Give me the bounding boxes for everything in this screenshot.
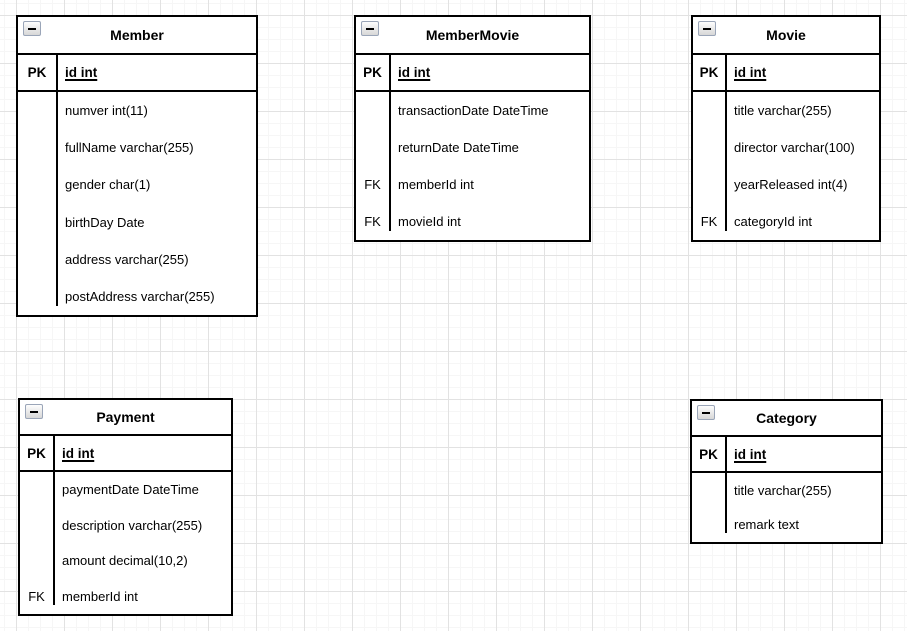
table-row[interactable]: remark text xyxy=(692,508,881,543)
field-label: postAddress varchar(255) xyxy=(65,288,215,304)
pk-field: id int xyxy=(734,446,767,462)
table-row-pk[interactable]: PK id int xyxy=(692,437,881,473)
entity-body: transactionDate DateTime returnDate Date… xyxy=(356,92,589,240)
table-row[interactable]: gender char(1) xyxy=(18,166,256,203)
field-label: amount decimal(10,2) xyxy=(62,553,188,569)
entity-header: MemberMovie xyxy=(356,17,589,55)
entity-header: Category xyxy=(692,401,881,437)
minus-glyph xyxy=(703,27,711,30)
table-row-pk[interactable]: PK id int xyxy=(356,55,589,92)
table-row[interactable]: director varchar(100) xyxy=(693,129,879,166)
table-row-pk[interactable]: PK id int xyxy=(693,55,879,92)
key-column-divider xyxy=(53,436,55,605)
table-row[interactable]: yearReleased int(4) xyxy=(693,166,879,203)
collapse-icon[interactable] xyxy=(698,21,716,36)
entity-body: paymentDate DateTime description varchar… xyxy=(20,472,231,614)
minus-glyph xyxy=(702,411,710,414)
key-column-divider xyxy=(56,54,58,306)
entity-body: numver int(11) fullName varchar(255) gen… xyxy=(18,92,256,315)
table-row[interactable]: transactionDate DateTime xyxy=(356,92,589,129)
pk-field: id int xyxy=(734,64,767,80)
field-label: memberId int xyxy=(398,177,474,192)
entity-title: Category xyxy=(756,410,817,426)
entity-title: Movie xyxy=(766,26,806,43)
pk-field: id int xyxy=(65,64,98,80)
field-label: returnDate DateTime xyxy=(398,140,519,155)
table-row[interactable]: birthDay Date xyxy=(18,204,256,241)
field-label: memberId int xyxy=(62,588,138,604)
pk-label: PK xyxy=(699,64,719,80)
entity-title: Member xyxy=(110,26,164,43)
entity-body: title varchar(255) remark text xyxy=(692,473,881,542)
field-label: fullName varchar(255) xyxy=(65,140,194,156)
key-label: FK xyxy=(364,177,381,192)
table-row[interactable]: paymentDate DateTime xyxy=(20,472,231,508)
minus-glyph xyxy=(366,27,374,30)
entity-body: title varchar(255) director varchar(100)… xyxy=(693,92,879,240)
table-row[interactable]: FK movieId int xyxy=(356,203,589,240)
field-label: categoryId int xyxy=(734,214,813,229)
key-label: FK xyxy=(364,214,381,229)
minus-glyph xyxy=(30,410,38,413)
collapse-icon[interactable] xyxy=(697,405,715,420)
table-row[interactable]: title varchar(255) xyxy=(692,473,881,508)
entity-header: Member xyxy=(18,17,256,55)
table-row[interactable]: fullName varchar(255) xyxy=(18,129,256,166)
pk-field: id int xyxy=(398,64,431,80)
field-label: numver int(11) xyxy=(65,103,148,119)
entity-header: Payment xyxy=(20,400,231,436)
table-row[interactable]: returnDate DateTime xyxy=(356,129,589,166)
key-label: FK xyxy=(28,588,45,604)
pk-label: PK xyxy=(363,64,382,80)
entity-header: Movie xyxy=(693,17,879,55)
table-row[interactable]: postAddress varchar(255) xyxy=(18,278,256,315)
pk-label: PK xyxy=(27,64,47,80)
minus-glyph xyxy=(28,27,36,30)
table-row[interactable]: FK memberId int xyxy=(356,166,589,203)
collapse-icon[interactable] xyxy=(23,21,41,36)
table-row[interactable]: numver int(11) xyxy=(18,92,256,129)
table-row[interactable]: title varchar(255) xyxy=(693,92,879,129)
field-label: movieId int xyxy=(398,214,461,229)
table-row[interactable]: description varchar(255) xyxy=(20,508,231,544)
entity-title: MemberMovie xyxy=(425,26,520,43)
key-column-divider xyxy=(389,54,391,231)
pk-label: PK xyxy=(27,445,46,461)
entity-table-category[interactable]: Category PK id int title varchar(255) re… xyxy=(690,399,883,544)
field-label: director varchar(100) xyxy=(734,140,855,155)
field-label: title varchar(255) xyxy=(734,482,832,498)
key-column-divider xyxy=(725,437,727,533)
entity-table-movie[interactable]: Movie PK id int title varchar(255) direc… xyxy=(691,15,881,242)
entity-table-membermovie[interactable]: MemberMovie PK id int transactionDate Da… xyxy=(354,15,591,242)
pk-label: PK xyxy=(699,446,718,462)
field-label: title varchar(255) xyxy=(734,103,832,118)
field-label: paymentDate DateTime xyxy=(62,482,199,498)
collapse-icon[interactable] xyxy=(361,21,379,36)
field-label: yearReleased int(4) xyxy=(734,177,848,192)
entity-table-member[interactable]: Member PK id int numver int(11) fullName… xyxy=(16,15,258,317)
field-label: remark text xyxy=(734,517,800,533)
pk-field: id int xyxy=(62,445,95,461)
key-column-divider xyxy=(725,54,727,231)
entity-title: Payment xyxy=(96,409,155,425)
field-label: address varchar(255) xyxy=(65,251,189,267)
key-label: FK xyxy=(700,214,718,229)
table-row-pk[interactable]: PK id int xyxy=(18,55,256,92)
table-row[interactable]: FK categoryId int xyxy=(693,203,879,240)
field-label: description varchar(255) xyxy=(62,517,203,533)
table-row[interactable]: address varchar(255) xyxy=(18,241,256,278)
table-row[interactable]: FK memberId int xyxy=(20,579,231,615)
collapse-icon[interactable] xyxy=(25,404,43,419)
table-row[interactable]: amount decimal(10,2) xyxy=(20,543,231,579)
field-label: birthDay Date xyxy=(65,214,145,230)
table-row-pk[interactable]: PK id int xyxy=(20,436,231,472)
field-label: gender char(1) xyxy=(65,177,151,193)
field-label: transactionDate DateTime xyxy=(398,103,549,118)
entity-table-payment[interactable]: Payment PK id int paymentDate DateTime d… xyxy=(18,398,233,616)
